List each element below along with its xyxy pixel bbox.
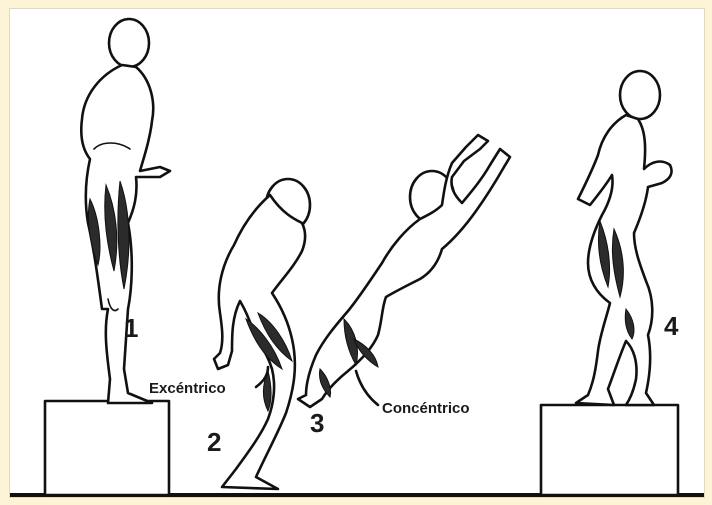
diagram-panel: 1 2 3 4 Excéntrico Concéntrico [9, 8, 705, 498]
right-box [541, 405, 678, 495]
eccentric-label: Excéntrico [149, 380, 226, 397]
figure-4-landing-box [576, 71, 672, 405]
step-2-label: 2 [207, 427, 221, 457]
step-1-label: 1 [124, 313, 138, 343]
figure-3-takeoff [298, 135, 510, 407]
step-3-label: 3 [310, 408, 324, 438]
figure-2-landing [214, 179, 310, 489]
concentric-pointer [356, 371, 378, 405]
drop-jump-diagram: 1 2 3 4 Excéntrico Concéntrico [10, 9, 704, 497]
concentric-label: Concéntrico [382, 400, 470, 417]
step-4-label: 4 [664, 311, 679, 341]
left-box [45, 401, 169, 495]
figure-1-standing [81, 19, 170, 403]
